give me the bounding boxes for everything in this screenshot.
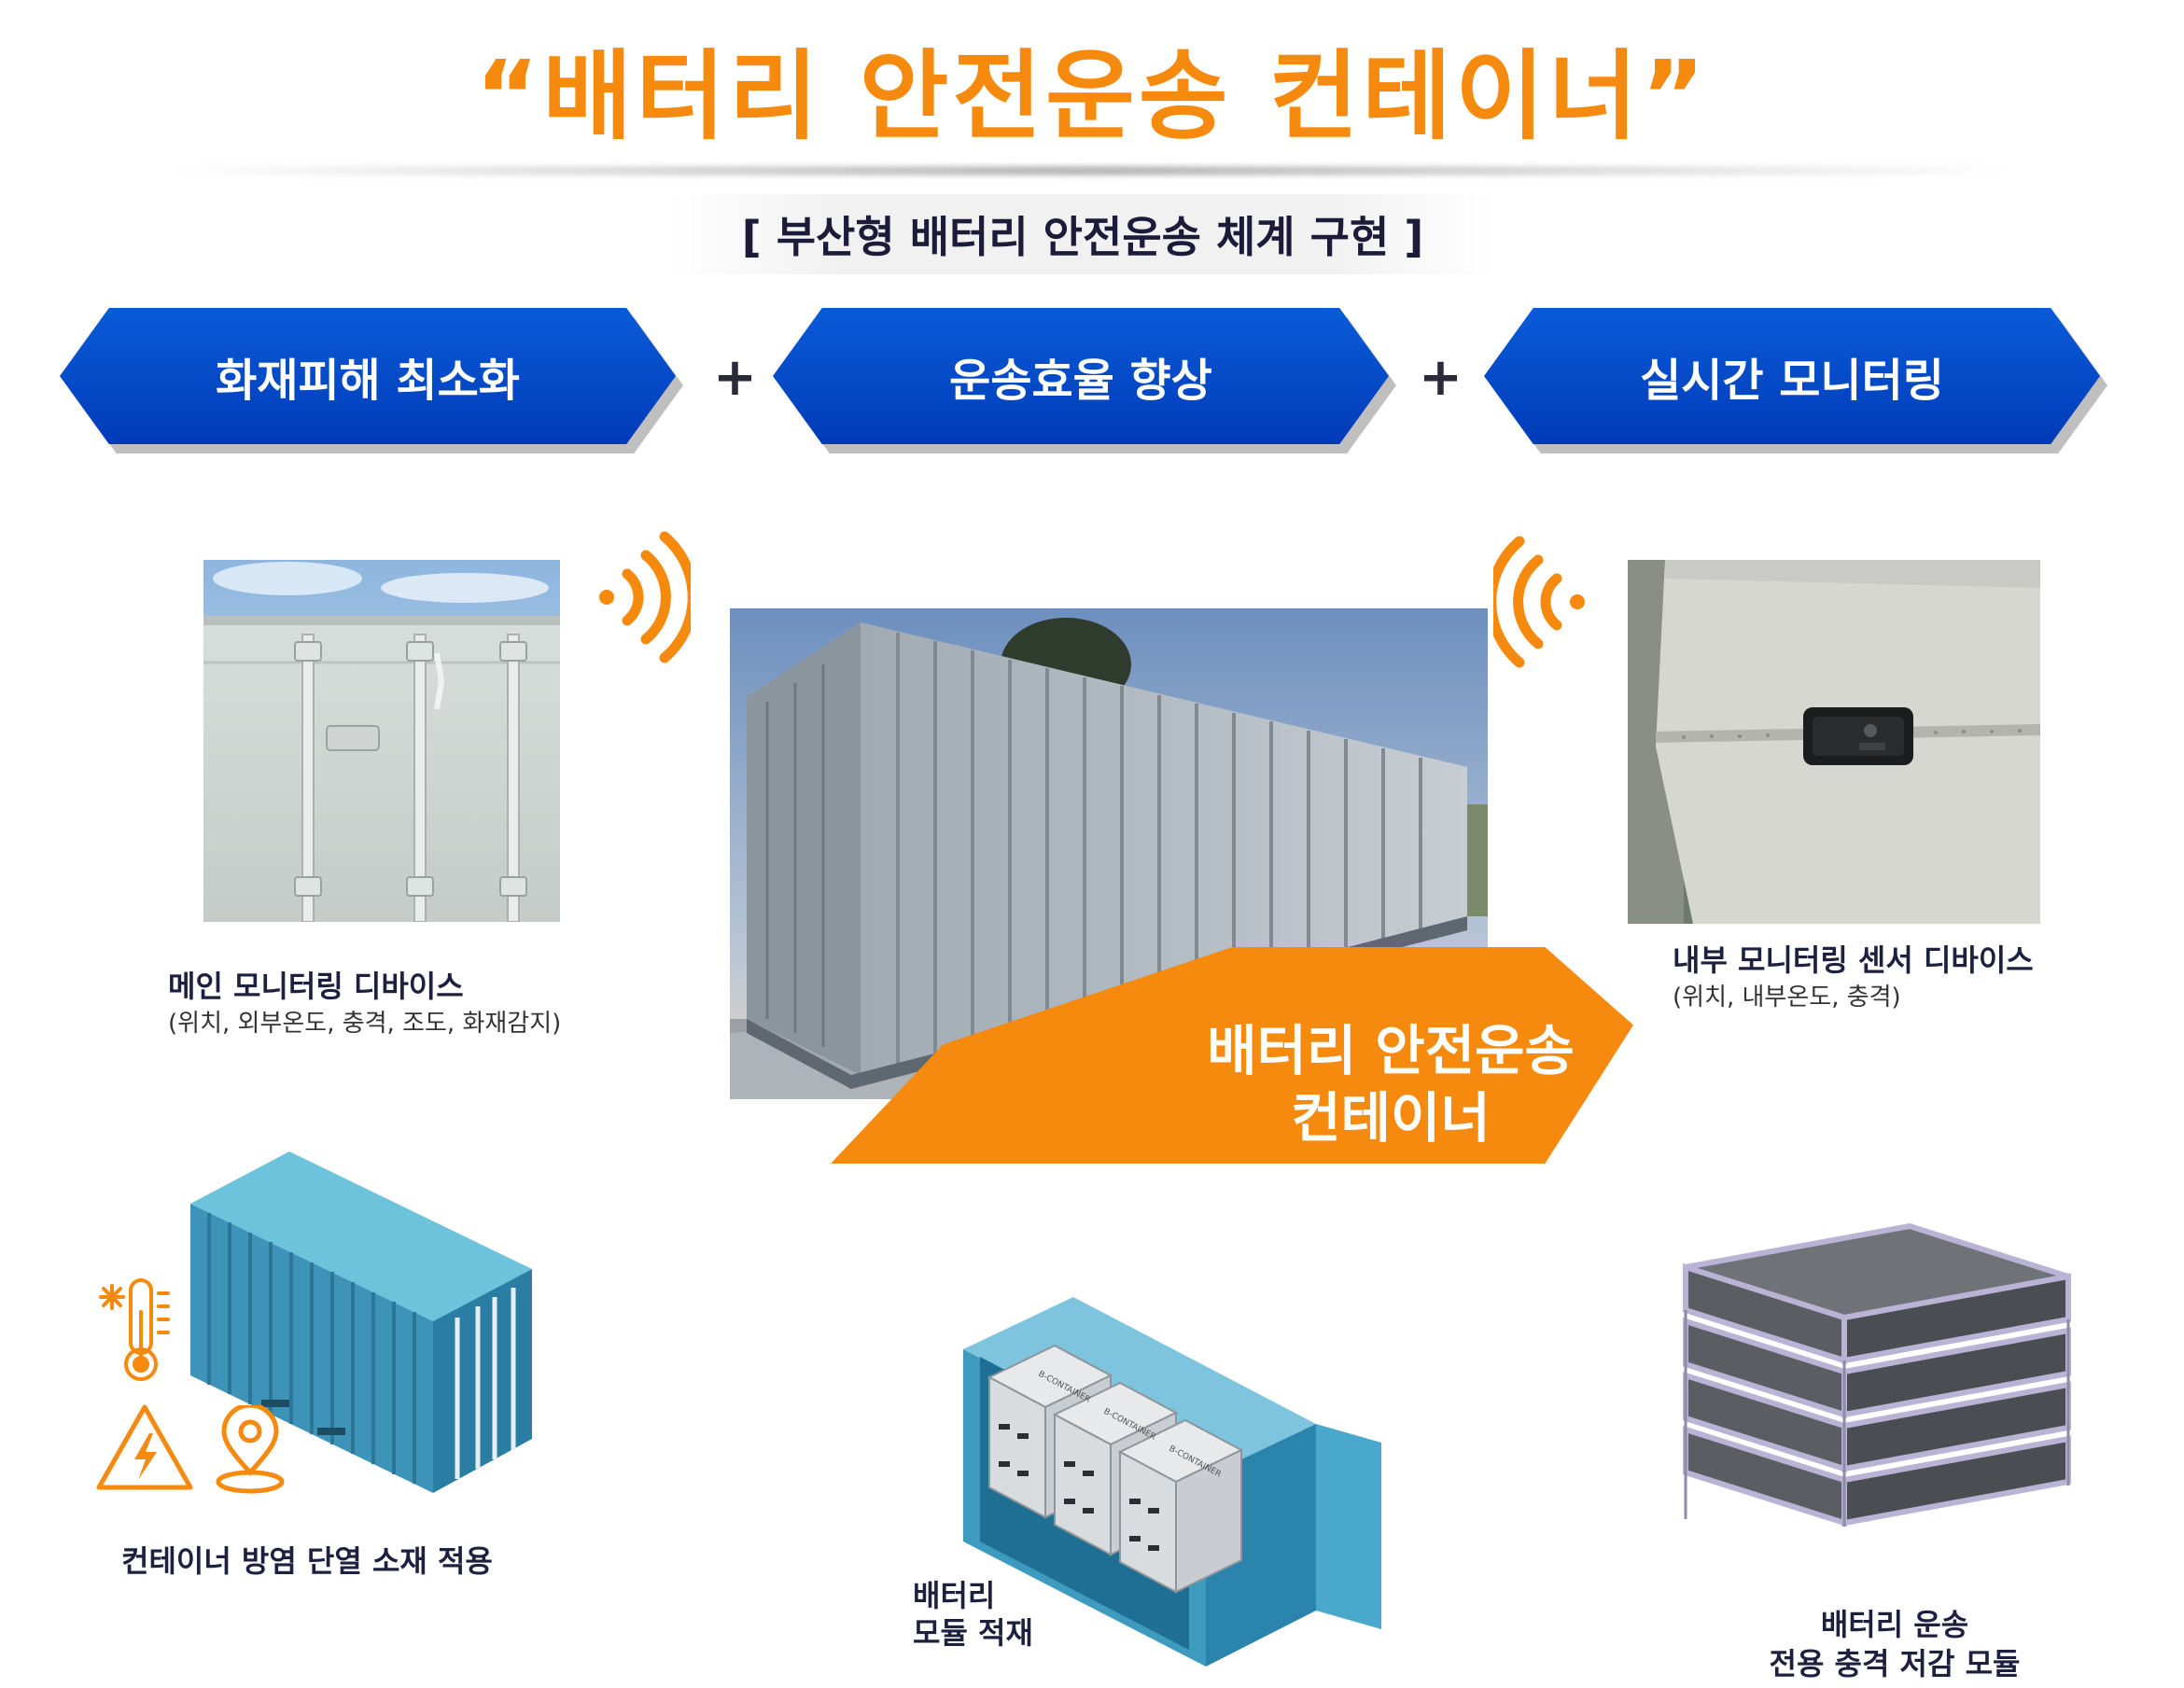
page-title: “배터리 안전운송 컨테이너” bbox=[475, 39, 1709, 153]
goal-label: 실시간 모니터링 bbox=[1640, 355, 1944, 407]
wifi-signal-icon bbox=[599, 531, 691, 663]
loading-caption-line-2: 모듈 적재 bbox=[913, 1615, 1033, 1651]
loading-caption: 배터리 모듈 적재 bbox=[913, 1577, 1033, 1652]
internal-sensor-photo bbox=[1628, 560, 2040, 924]
page-subtitle: [ 부산형 배터리 안전운송 체계 구현 ] bbox=[741, 212, 1424, 262]
plus-sign: + bbox=[713, 347, 757, 408]
banner-line-2: 컨테이너 bbox=[1291, 1086, 1491, 1150]
center-banner-text: 배터리 안전운송 컨테이너 bbox=[1120, 1017, 1661, 1151]
goal-label: 운송효율 향상 bbox=[949, 355, 1212, 407]
wifi-signal-icon bbox=[1493, 536, 1585, 668]
banner-line-1: 배터리 안전운송 bbox=[1207, 1019, 1575, 1082]
module-caption-line-2: 전용 충격 저감 모듈 bbox=[1769, 1646, 2021, 1681]
title-divider bbox=[168, 166, 2016, 175]
main-device-photo bbox=[203, 560, 560, 922]
goal-chevron-monitoring: 실시간 모니터링 bbox=[1484, 308, 2100, 444]
module-caption-line-1: 배터리 운송 bbox=[1820, 1607, 1969, 1642]
internal-device-name: 내부 모니터링 센서 디바이스 bbox=[1673, 942, 2034, 978]
goal-label: 화재피해 최소화 bbox=[216, 355, 520, 407]
internal-device-detail: (위치, 내부온도, 충격) bbox=[1673, 984, 1901, 1011]
goal-chevron-efficiency: 운송효율 향상 bbox=[773, 308, 1389, 444]
battery-loading-illustration: B-CONTAINER B-CONTAINER B-CONTAINER bbox=[963, 1297, 1381, 1667]
electric-warning-icon bbox=[96, 1404, 193, 1490]
main-device-name: 메인 모니터링 디바이스 bbox=[168, 969, 464, 1004]
plus-sign: + bbox=[1419, 347, 1463, 408]
location-pin-icon bbox=[216, 1405, 285, 1494]
shock-absorbing-module-illustration bbox=[1683, 1222, 2071, 1528]
loading-caption-line-1: 배터리 bbox=[913, 1578, 996, 1613]
shipping-container-illustration bbox=[190, 1151, 532, 1493]
insulation-caption: 컨테이너 방염 단열 소재 적용 bbox=[121, 1543, 493, 1579]
goal-chevron-fire: 화재피해 최소화 bbox=[60, 308, 676, 444]
subtitle-background bbox=[672, 194, 1493, 274]
module-caption: 배터리 운송 전용 충격 저감 모듈 bbox=[1755, 1605, 2035, 1683]
thermometer-snowflake-icon bbox=[99, 1278, 170, 1381]
main-device-detail: (위치, 외부온도, 충격, 조도, 화재감지) bbox=[168, 1010, 562, 1038]
